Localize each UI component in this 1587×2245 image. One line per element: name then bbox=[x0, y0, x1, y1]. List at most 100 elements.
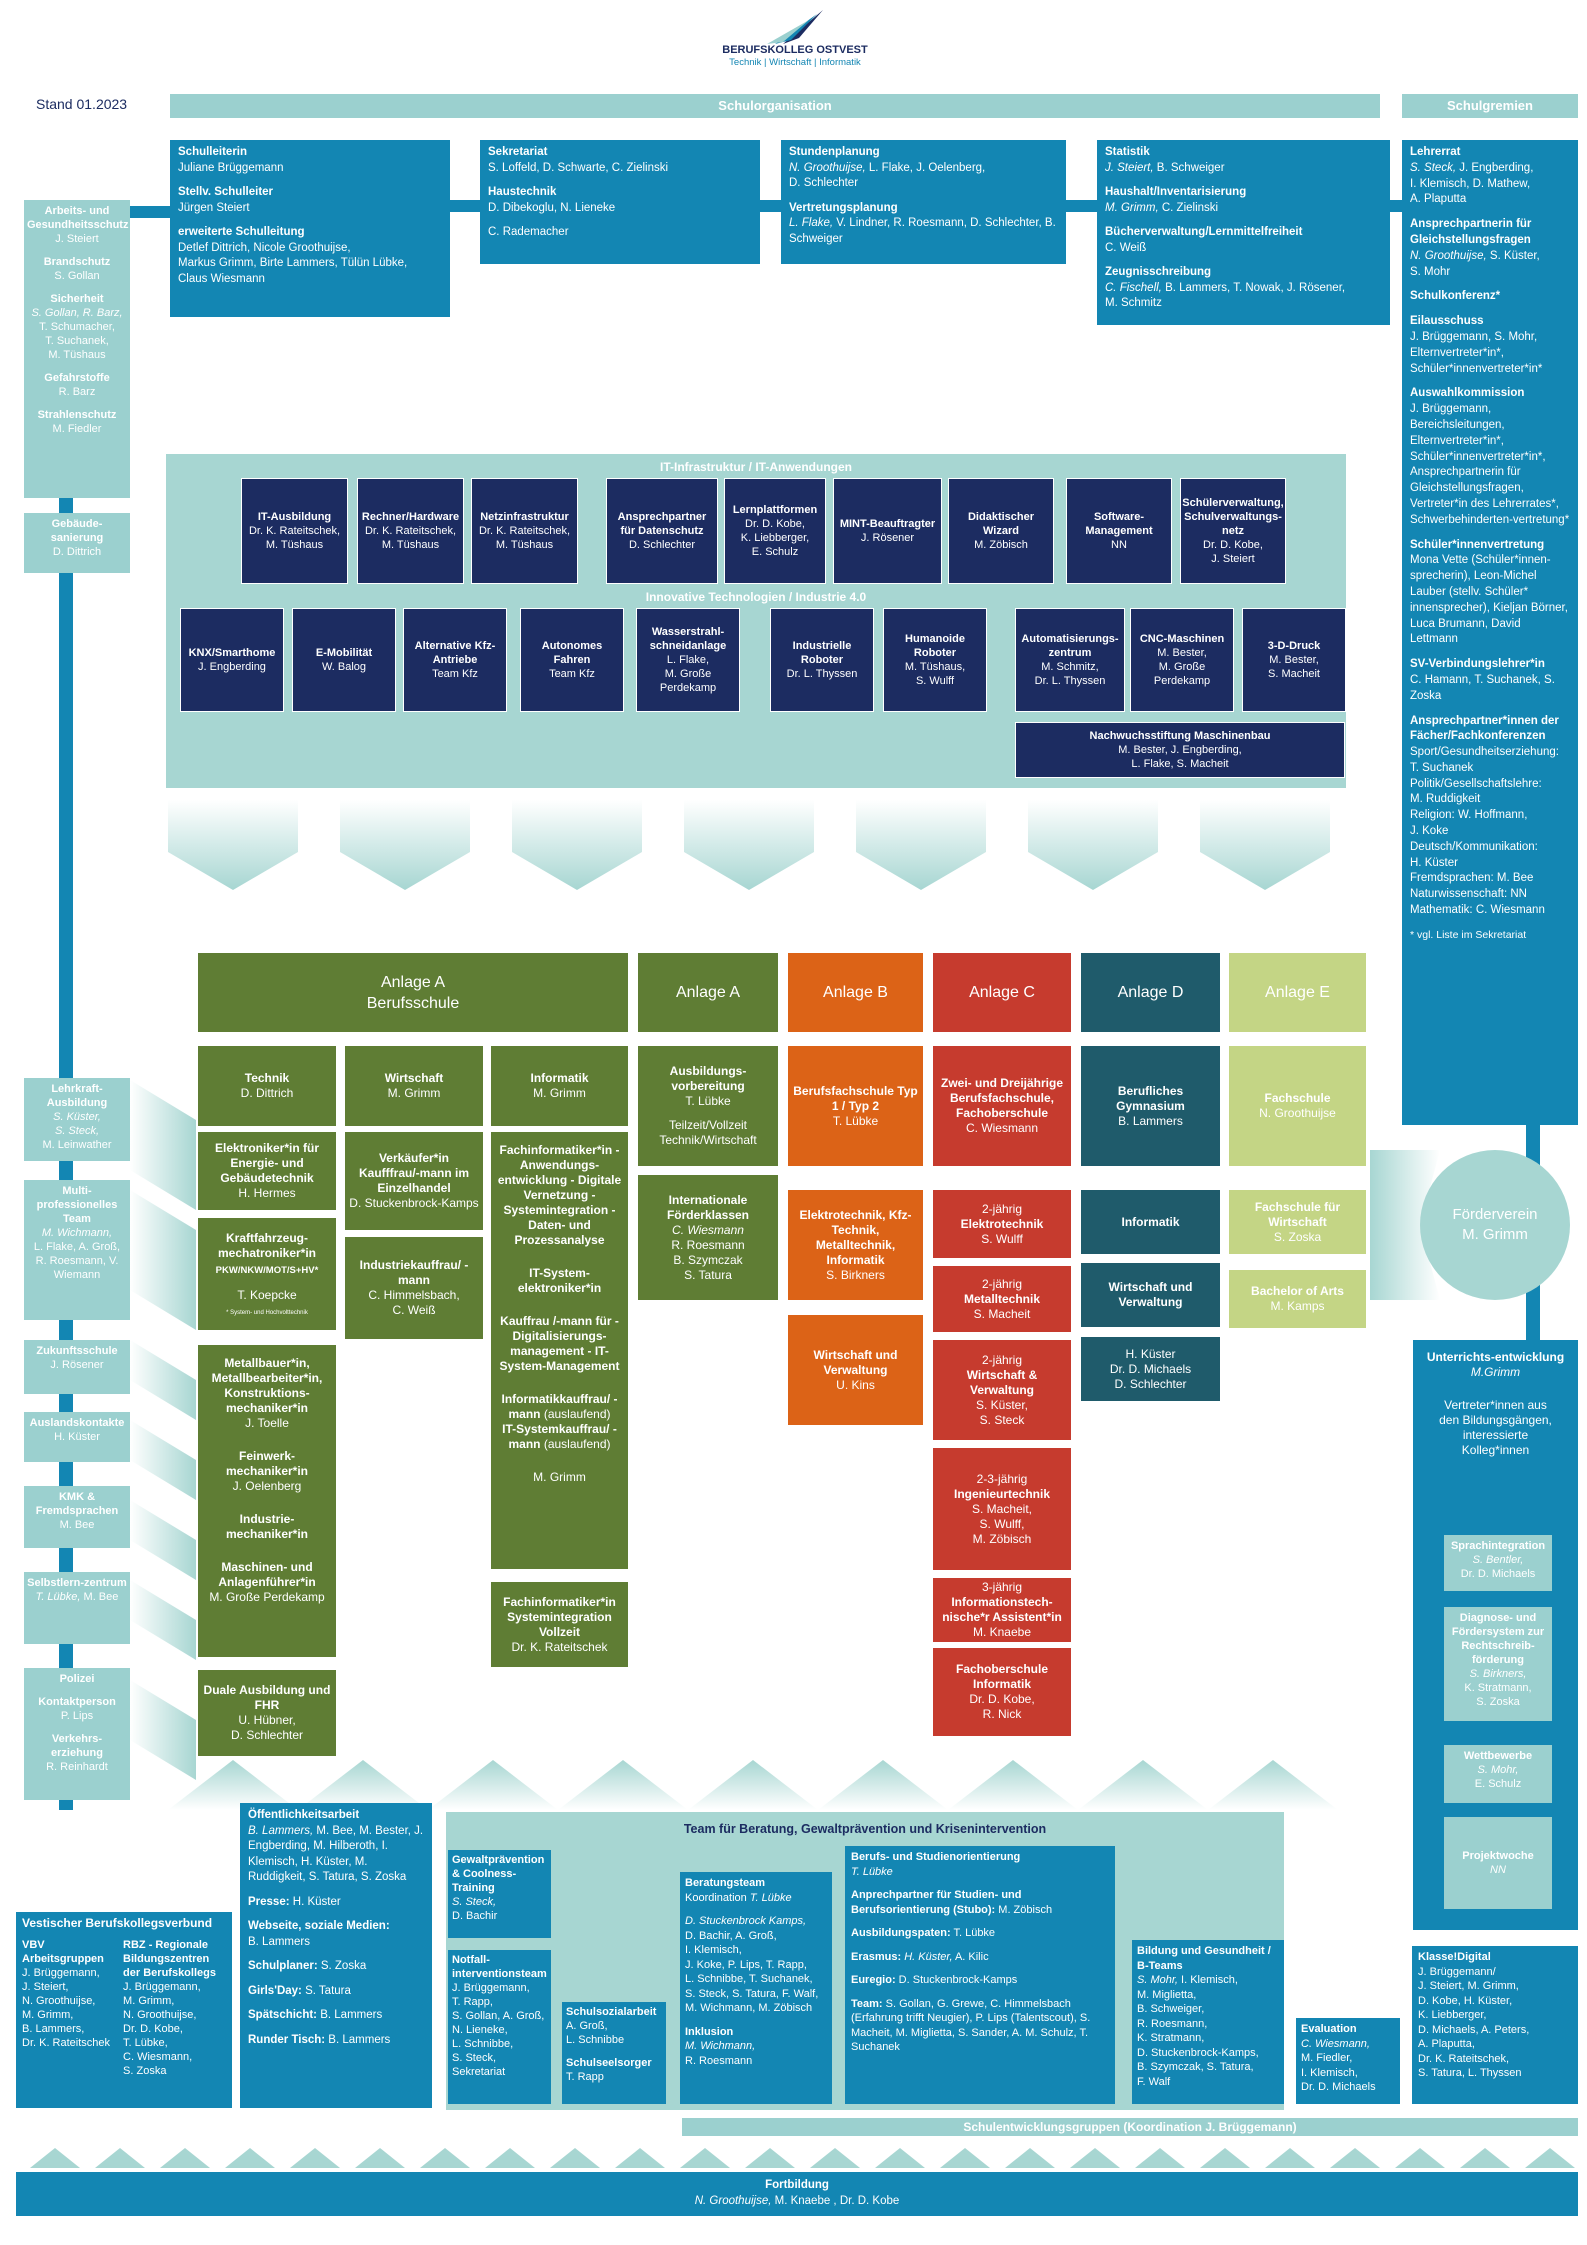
it-box-title: Schülerverwaltung, Schulverwaltungs-netz bbox=[1182, 497, 1284, 537]
fortbildung-names: N. Groothuijse, M. Knaebe , Dr. D. Kobe bbox=[695, 2195, 900, 2207]
schulentwicklungsgruppen-bar: Schulentwicklungsgruppen (Koordination J… bbox=[682, 2118, 1578, 2136]
innovative-title: Innovative Technologien / Industrie 4.0 bbox=[645, 590, 867, 604]
auslandskontakte: Auslandskontakte H. Küster bbox=[24, 1412, 130, 1462]
svl-title: SV-Verbindungslehrer*in bbox=[1410, 658, 1545, 671]
runder-tisch: Runder Tisch: B. Lammers bbox=[248, 2033, 424, 2049]
anlc-duration: 2-jährig bbox=[981, 1352, 1023, 1367]
bildung-9: F. Walf bbox=[1137, 2075, 1171, 2088]
anle-title-1: Fachschule für Wirtschaft bbox=[1254, 1199, 1341, 1229]
it-box-name: Dr. K. Rateitschek, bbox=[248, 525, 341, 537]
it-box-name: M. Tüshaus bbox=[381, 539, 440, 551]
euregio-name: D. Stuckenbrock-Kamps bbox=[895, 1974, 1018, 1986]
informatik-d-box: Informatik bbox=[1081, 1190, 1220, 1254]
gebaeude-name: D. Dittrich bbox=[52, 546, 102, 558]
rbz-6: C. Wiesmann, bbox=[123, 2051, 193, 2063]
erasmus-label: Erasmus: bbox=[851, 1950, 902, 1963]
feinwerk-name: J. Oelenberg bbox=[232, 1479, 302, 1493]
gleich-title: Ansprechpartnerin für Gleichstellungsfra… bbox=[1410, 218, 1532, 246]
innovation-box-name: Dr. L. Thyssen bbox=[786, 668, 858, 680]
fortbildung-title: Fortbildung bbox=[765, 2179, 829, 2191]
innovation-box-title: E-Mobilität bbox=[315, 647, 373, 659]
gleich-names-2: S. Mohr bbox=[1410, 265, 1451, 278]
haushalt-lead: M. Grimm, bbox=[1105, 201, 1159, 214]
web-label: Webseite, soziale Medien: bbox=[248, 1920, 390, 1932]
it-box-name: M. Zöbisch bbox=[974, 539, 1028, 551]
statistik-box: Statistik J. Steiert, B. Schweiger Haush… bbox=[1097, 140, 1390, 325]
haushalt-rest: C. Zielinski bbox=[1158, 201, 1219, 214]
stundenplanung-names-2: D. Schlechter bbox=[789, 177, 859, 189]
anlc-name: S. Wulff, bbox=[979, 1516, 1025, 1531]
anld-title-2: Wirtschaft und Verwaltung bbox=[1108, 1280, 1193, 1309]
erweiterte-names-1: Detlef Dittrich, Nicole Groothuijse, bbox=[178, 241, 351, 254]
ue-description: Vertreter*innen aus den Bildungsgängen, … bbox=[1439, 1398, 1552, 1457]
oeff-lead: B. Lammers, bbox=[248, 1824, 314, 1837]
verkaeufer-title: Verkäufer*in Kaufffrau/-mann im Einzelha… bbox=[358, 1151, 469, 1195]
metall-box: Metallbauer*in, Metallbearbeiter*in, Kon… bbox=[198, 1345, 336, 1657]
rbz-1: J. Brüggemann, bbox=[123, 1981, 201, 1993]
gymnasium-staff-box: H. Küster Dr. D. Michaels D. Schlechter bbox=[1081, 1337, 1220, 1401]
vest-col-2: RBZ - Regionale Bildungszentren der Beru… bbox=[123, 1938, 226, 2078]
strahlenschutz-title: Strahlenschutz bbox=[37, 409, 117, 421]
fach-title: Ansprechpartner*innen der Fächer/Fachkon… bbox=[1410, 714, 1559, 743]
brandschutz-title: Brandschutz bbox=[43, 256, 111, 268]
vbv-1: J. Brüggemann, bbox=[22, 1967, 100, 1979]
anle-title-2: Bachelor of Arts bbox=[1251, 1284, 1344, 1298]
innovation-box-name: L. Flake, bbox=[666, 654, 710, 666]
zwei-drei-head: Zwei- und Dreijährige Berufsfachschule, … bbox=[933, 1046, 1071, 1166]
anlc-name: S. Wulff bbox=[981, 1231, 1023, 1246]
presse: Presse: H. Küster bbox=[248, 1895, 424, 1911]
euregio: Euregio: D. Stuckenbrock-Kamps bbox=[851, 1973, 1109, 1988]
anlc-name: R. Nick bbox=[982, 1707, 1022, 1721]
gefahrstoffe-name: R. Barz bbox=[58, 386, 96, 398]
zukunftsschule: Zukunftsschule J. Rösener bbox=[24, 1340, 130, 1394]
vertretung-rest: V. Lindner, R. Roesmann, D. Schlechter, … bbox=[833, 217, 1056, 229]
sicherheit-name-4: M. Tüshaus bbox=[48, 349, 106, 361]
ber-7: M. Wichmann, M. Zöbisch bbox=[685, 2002, 813, 2014]
lehrkraft-name-3: M. Leinwather bbox=[42, 1139, 112, 1151]
proj-title: Projektwoche bbox=[1462, 1850, 1534, 1862]
not-title: Notfall-interventionsteam bbox=[452, 1954, 547, 1980]
it-system-title: IT-System-elektroniker*in bbox=[517, 1266, 602, 1295]
wett-name-2: E. Schulz bbox=[1474, 1778, 1522, 1790]
vest-columns: VBV Arbeitsgruppen J. Brüggemann, J. Ste… bbox=[22, 1938, 226, 2078]
paten: Ausbildungspaten: T. Lübke bbox=[851, 1926, 1109, 1941]
vest-col-1: VBV Arbeitsgruppen J. Brüggemann, J. Ste… bbox=[22, 1938, 117, 2078]
anlc-title: Elektrotechnik bbox=[960, 1216, 1044, 1231]
anld-title-1: Informatik bbox=[1121, 1214, 1180, 1229]
innovation-box-title: Wasserstrahl-schneidanlage bbox=[649, 626, 727, 652]
innovation-box-name: Perdekamp bbox=[659, 682, 717, 694]
klasse-2: J. Steiert, M. Grimm, bbox=[1418, 1980, 1519, 1992]
gewaltpraevention-box: Gewaltprävention & Coolness-Training S. … bbox=[448, 1850, 551, 1938]
fach-line-11: Mathematik: C. Wiesmann bbox=[1410, 904, 1545, 917]
ber-koord-label: Koordination bbox=[685, 1891, 747, 1904]
klasse-5: D. Michaels, A. Peters, bbox=[1418, 2023, 1530, 2036]
duale-name-1: U. Hübner, bbox=[238, 1713, 296, 1727]
selbstlern-lead: T. Lübke, bbox=[35, 1591, 81, 1603]
vbv-2: J. Steiert, bbox=[22, 1981, 69, 1993]
eilausschuss-title: Eilausschuss bbox=[1410, 315, 1484, 328]
schulkonferenz-title: Schulkonferenz* bbox=[1410, 290, 1501, 303]
innovation-box-title: CNC-Maschinen bbox=[1139, 633, 1225, 645]
stellv-title: Stellv. Schulleiter bbox=[178, 186, 274, 198]
buecher-title: Bücherverwaltung/Lernmittelfreiheit bbox=[1105, 226, 1303, 238]
industriekauf-title: Industriekauffrau/ -mann bbox=[359, 1258, 469, 1287]
logo: BERUFSKOLLEG OSTVEST Technik | Wirtschaf… bbox=[700, 8, 890, 80]
eval-title: Evaluation bbox=[1301, 2023, 1357, 2035]
oeff-names: B. Lammers, M. Bee, M. Bester, J. Engber… bbox=[248, 1824, 424, 1886]
schulgremien-header: Schulgremien bbox=[1402, 94, 1578, 118]
ausbildung-name: T. Lübke bbox=[685, 1094, 731, 1108]
sicherheit-name-1: S. Gollan, R. Barz, bbox=[31, 307, 123, 319]
not-1: J. Brüggemann, bbox=[452, 1982, 530, 1994]
schulleiterin-name: Juliane Brüggemann bbox=[178, 161, 284, 174]
informatik-name: M. Grimm bbox=[533, 1086, 586, 1100]
ausland-name: H. Küster bbox=[54, 1431, 100, 1443]
lehrkraft-title: Lehrkraft-Ausbildung bbox=[46, 1083, 108, 1109]
